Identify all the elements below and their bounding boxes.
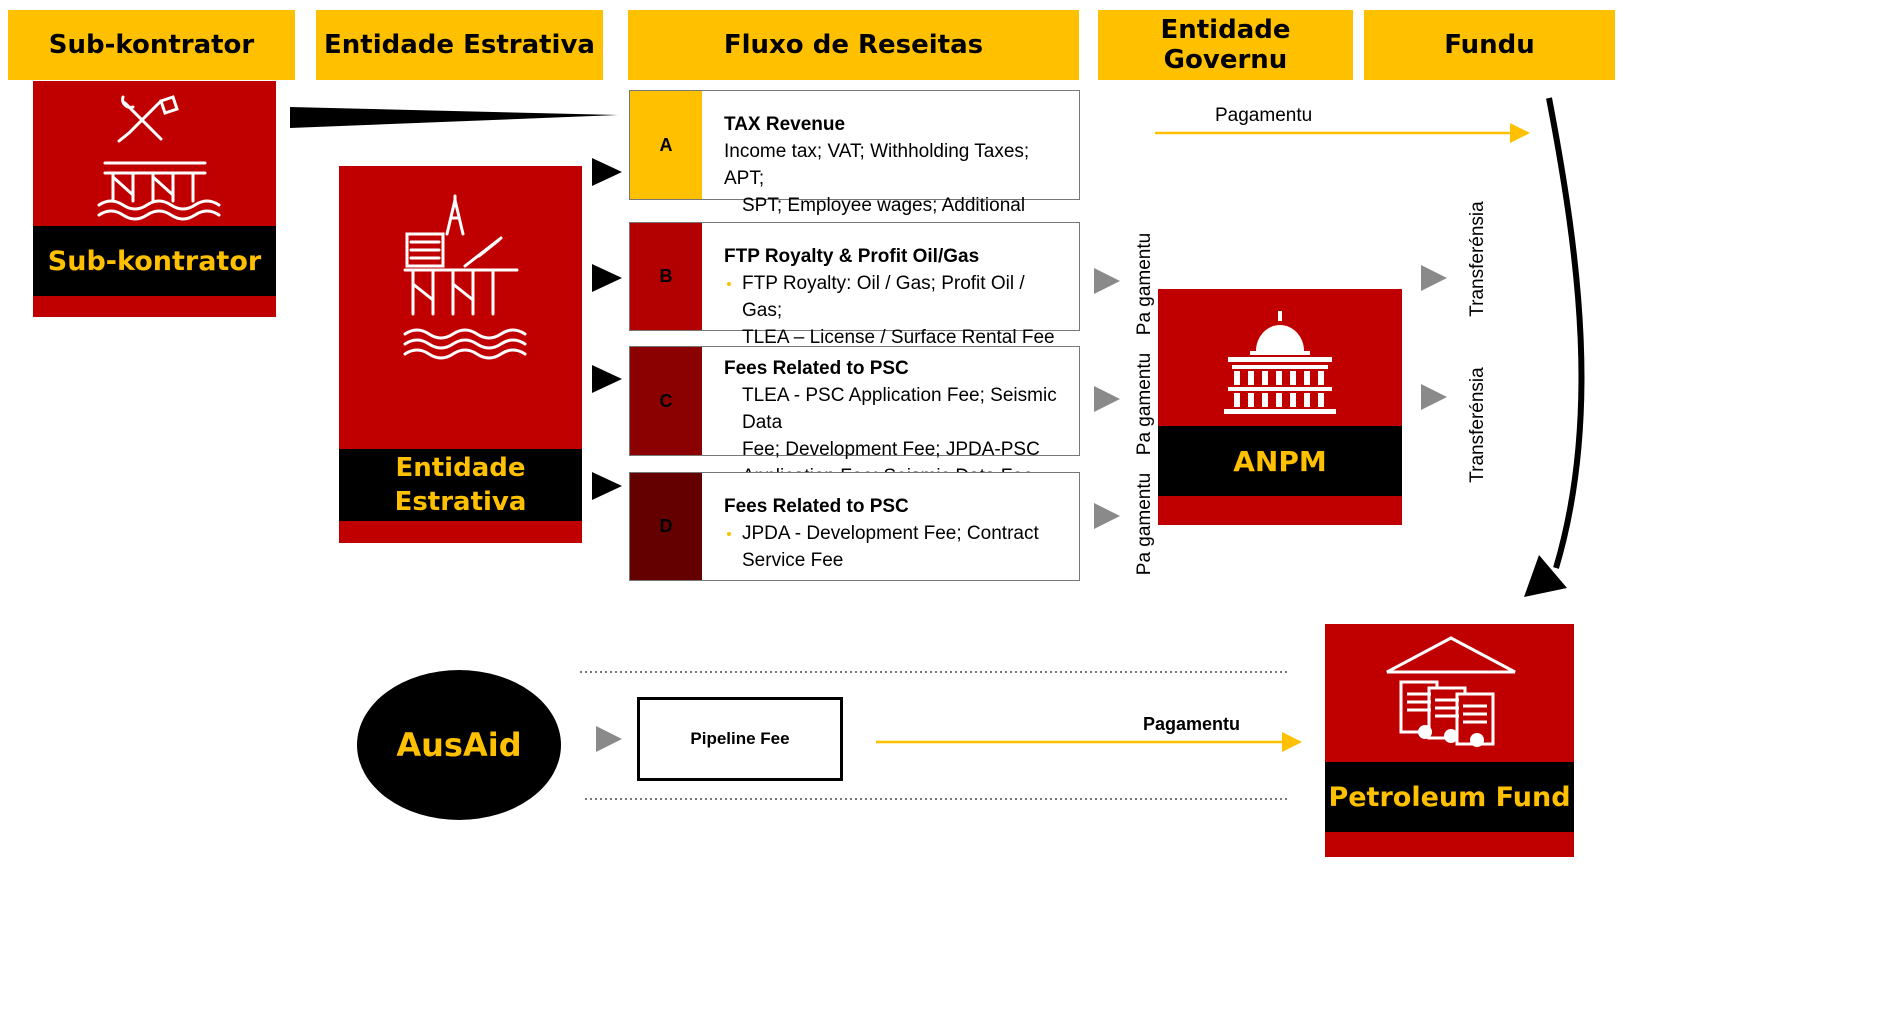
- flow-tag-c: C: [630, 347, 702, 455]
- flow-box-d: D Fees Related to PSC JPDA - Development…: [629, 472, 1080, 581]
- header-fund: Fundu: [1364, 10, 1615, 80]
- subcontractor-label: Sub-kontrator: [33, 226, 276, 296]
- arrow-to-flow-d: [592, 472, 622, 500]
- ausaid-entity: AusAid: [357, 670, 561, 820]
- payment-label-d: Pa gamentu: [1134, 472, 1155, 576]
- flow-line-c2: Fee; Development Fee; JPDA-PSC: [742, 439, 1040, 460]
- header-government-entity: Entidade Governu: [1098, 10, 1353, 80]
- flow-title-a: TAX Revenue: [724, 114, 846, 135]
- curved-arrow-head: [1524, 555, 1567, 597]
- arrow-to-flow-c: [592, 365, 622, 393]
- flow-text-b: FTP Royalty & Profit Oil/Gas FTP Royalty…: [724, 243, 1067, 351]
- tools-platform-icon: [97, 95, 221, 221]
- subcontractor-wedge-arrow: [290, 107, 618, 128]
- subcontractor-entity: Sub-kontrator: [33, 81, 276, 317]
- extractive-label: Entidade Estrativa: [339, 449, 582, 521]
- flow-line-d1: JPDA - Development Fee; Contract: [724, 520, 1067, 547]
- anpm-entity: ANPM: [1158, 289, 1402, 525]
- payment-label-c: Pa gamentu: [1134, 352, 1155, 456]
- anpm-label: ANPM: [1158, 426, 1402, 496]
- flow-line-d2: Service Fee: [742, 550, 844, 571]
- flow-line-b2: TLEA – License / Surface Rental Fee: [742, 327, 1055, 348]
- flow-tag-b: B: [630, 223, 702, 330]
- payment-label-bottom: Pagamentu: [1143, 714, 1241, 734]
- flow-box-c: C Fees Related to PSC TLEA - PSC Applica…: [629, 346, 1080, 487]
- arrow-c-to-anpm: [1094, 386, 1120, 412]
- arrow-ausaid-to-pipeline: [596, 726, 622, 752]
- extractive-label-line2: Estrativa: [394, 487, 527, 517]
- header-extractive-entity: Entidade Estrativa: [316, 10, 603, 80]
- transfer-label-2: Transferénsia: [1467, 367, 1488, 483]
- payment-label-top: Pagamentu: [1215, 105, 1313, 126]
- flow-box-b: B FTP Royalty & Profit Oil/Gas FTP Royal…: [629, 222, 1080, 348]
- transfer-label-1: Transferénsia: [1467, 201, 1488, 317]
- arrow-to-flow-a: [592, 158, 622, 186]
- flow-line-a1: Income tax; VAT; Withholding Taxes; APT;: [724, 141, 1030, 189]
- flow-box-a: A TAX Revenue Income tax; VAT; Withholdi…: [629, 90, 1080, 243]
- arrow-anpm-transfer-2: [1421, 384, 1447, 410]
- flow-text-d: Fees Related to PSC JPDA - Development F…: [724, 493, 1067, 574]
- extractive-entity: Entidade Estrativa: [339, 166, 582, 543]
- header-subcontractor: Sub-kontrator: [8, 10, 295, 80]
- arrow-b-to-anpm: [1094, 268, 1120, 294]
- arrow-anpm-transfer-1: [1421, 265, 1447, 291]
- curved-arrow-to-fund: [1546, 97, 1585, 569]
- flow-title-c: Fees Related to PSC: [724, 358, 909, 379]
- flow-line-b1: FTP Royalty: Oil / Gas; Profit Oil / Gas…: [724, 270, 1067, 324]
- header-government-line1: Entidade: [1160, 15, 1291, 45]
- arrow-d-to-anpm: [1094, 503, 1120, 529]
- arrow-to-flow-b: [592, 264, 622, 292]
- flow-tag-a: A: [630, 91, 702, 199]
- header-revenue-flow: Fluxo de Reseitas: [628, 10, 1079, 80]
- flow-tag-d: D: [630, 473, 702, 580]
- government-building-icon: [1224, 311, 1336, 414]
- extractive-label-line1: Entidade: [395, 453, 526, 483]
- pipeline-fee-box: Pipeline Fee: [637, 697, 843, 781]
- oil-rig-icon: [403, 194, 527, 360]
- header-government-line2: Governu: [1163, 45, 1288, 75]
- petroleum-fund-entity: Petroleum Fund: [1325, 624, 1574, 857]
- payment-label-b: Pa gamentu: [1134, 232, 1155, 336]
- flow-title-b: FTP Royalty & Profit Oil/Gas: [724, 246, 980, 267]
- petroleum-fund-label: Petroleum Fund: [1325, 762, 1574, 832]
- fund-documents-icon: [1386, 636, 1516, 747]
- flow-text-c: Fees Related to PSC TLEA - PSC Applicati…: [724, 355, 1067, 490]
- flow-line-c1: TLEA - PSC Application Fee; Seismic Data: [742, 385, 1057, 433]
- flow-title-d: Fees Related to PSC: [724, 496, 909, 517]
